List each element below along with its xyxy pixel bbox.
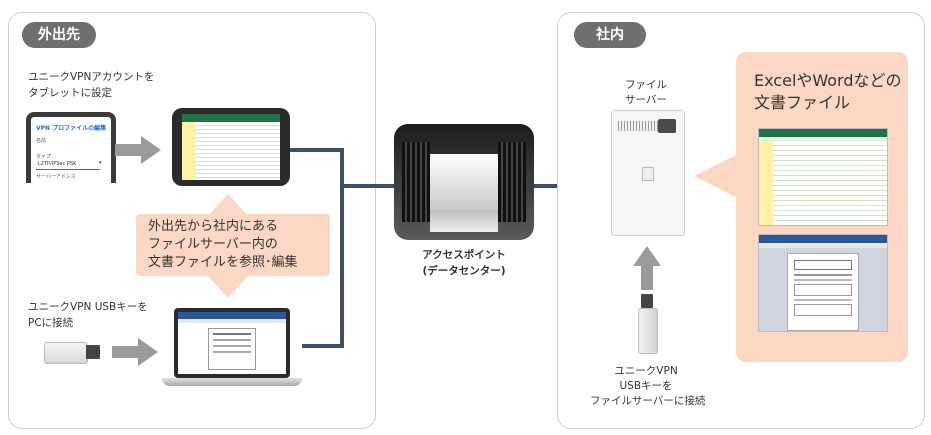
usb-caption-line2: PCに接続 (28, 317, 74, 329)
usb-key-icon (44, 342, 102, 364)
file-server-device (611, 110, 685, 236)
server-label-line1: ファイル (625, 79, 667, 91)
arrow-up-icon (633, 246, 661, 290)
tablet-caption-line2: タブレットに設定 (28, 87, 112, 99)
datacenter-label-line2: (データセンター) (422, 265, 506, 277)
phone-device: VPN プロファイルの編集 名前 タイプ L2TP/IPSec PSK ▾ サー… (26, 112, 116, 183)
right-panel-badge: 社内 (574, 22, 646, 48)
laptop-device (162, 308, 302, 390)
callout-line1: 外出先から社内にある (148, 219, 279, 234)
right-usb-caption-line3: ファイルサーバーに接続 (590, 395, 706, 407)
callout-arrow-down-icon (208, 276, 248, 298)
tablet-device (172, 108, 290, 186)
phone-field-server: サーバーアドレス (36, 174, 76, 180)
docs-callout-pointer (694, 154, 738, 198)
datacenter-label-line1: アクセスポイント (422, 249, 506, 261)
excel-file-thumbnail (758, 128, 888, 226)
docs-title-line1: ExcelやWordなどの (754, 71, 902, 90)
callout-line3: 文書ファイルを参照･編集 (148, 255, 298, 270)
right-usb-caption-line1: ユニークVPN (614, 365, 678, 377)
word-file-thumbnail (758, 234, 888, 332)
callout-arrow-up-icon (208, 194, 248, 216)
callout-box (136, 214, 330, 276)
phone-field-name: 名前 (36, 138, 47, 144)
chevron-down-icon: ▾ (99, 160, 102, 166)
phone-field-type: タイプ (36, 154, 52, 160)
phone-title: VPN プロファイルの編集 (36, 125, 107, 132)
callout-line2: ファイルサーバー内の (148, 237, 278, 252)
tablet-screen-spreadsheet (182, 114, 280, 180)
phone-divider (36, 169, 100, 170)
phone-field-type-value: L2TP/IPSec PSK (38, 161, 77, 167)
tablet-caption-line1: ユニークVPNアカウントを (28, 71, 155, 83)
arrow-right-icon (115, 136, 161, 164)
docs-title-line2: 文書ファイル (754, 93, 851, 112)
left-panel-badge: 外出先 (22, 22, 96, 48)
arrow-right-icon (112, 338, 158, 366)
datacenter-image (394, 124, 534, 240)
usb-caption-line1: ユニークVPN USBキーを (28, 301, 148, 313)
laptop-screen-word (178, 312, 286, 374)
right-usb-caption-line2: USBキーを (619, 380, 673, 392)
usb-key-vertical-icon (638, 294, 658, 356)
server-label-line2: サーバー (625, 94, 667, 106)
